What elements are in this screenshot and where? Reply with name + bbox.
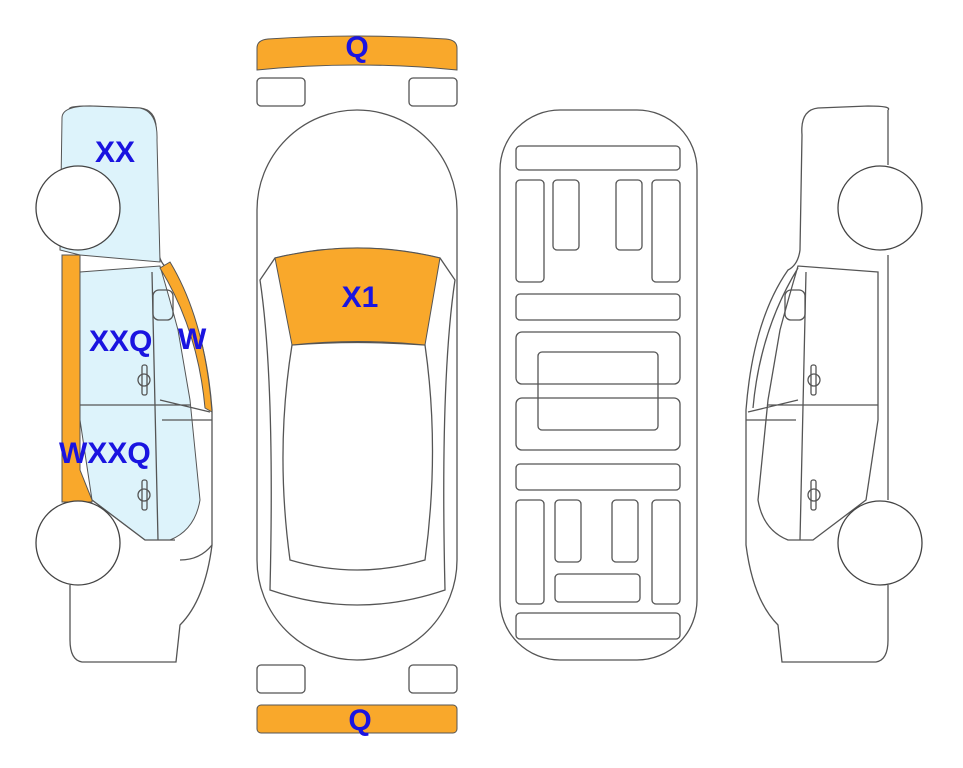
label-left-rear-door: XXQ bbox=[89, 325, 152, 358]
label-front-bumper: Q bbox=[345, 31, 368, 64]
right-side-view bbox=[745, 105, 923, 663]
rear-left-light bbox=[256, 664, 306, 694]
front-right-light bbox=[408, 77, 458, 107]
label-left-rear-area: XX bbox=[95, 136, 135, 169]
rear-right-light bbox=[408, 664, 458, 694]
rear-bumper-damage bbox=[256, 704, 458, 734]
right-front-wheel bbox=[837, 500, 923, 586]
right-rear-wheel bbox=[837, 165, 923, 251]
left-a-pillar-damage bbox=[159, 261, 213, 413]
door-handle-icon bbox=[137, 479, 151, 511]
front-left-light bbox=[256, 77, 306, 107]
left-mirror bbox=[152, 289, 174, 321]
windshield-damage bbox=[274, 247, 441, 346]
left-door-lines bbox=[80, 271, 213, 561]
top-body-outline bbox=[256, 109, 458, 661]
left-side-view: XX XXQ W WXXQ bbox=[35, 105, 213, 663]
top-view: Q X1 Q bbox=[256, 31, 458, 737]
underbody-view bbox=[499, 109, 698, 661]
front-bumper-damage bbox=[256, 35, 458, 71]
left-front-wheel bbox=[35, 500, 121, 586]
door-handle-icon bbox=[137, 364, 151, 396]
label-rear-bumper: Q bbox=[348, 704, 371, 737]
label-left-front-door: WXXQ bbox=[59, 437, 151, 470]
label-windshield: X1 bbox=[342, 281, 379, 314]
label-left-a-pillar: W bbox=[178, 323, 207, 356]
left-rear-wheel bbox=[35, 165, 121, 251]
